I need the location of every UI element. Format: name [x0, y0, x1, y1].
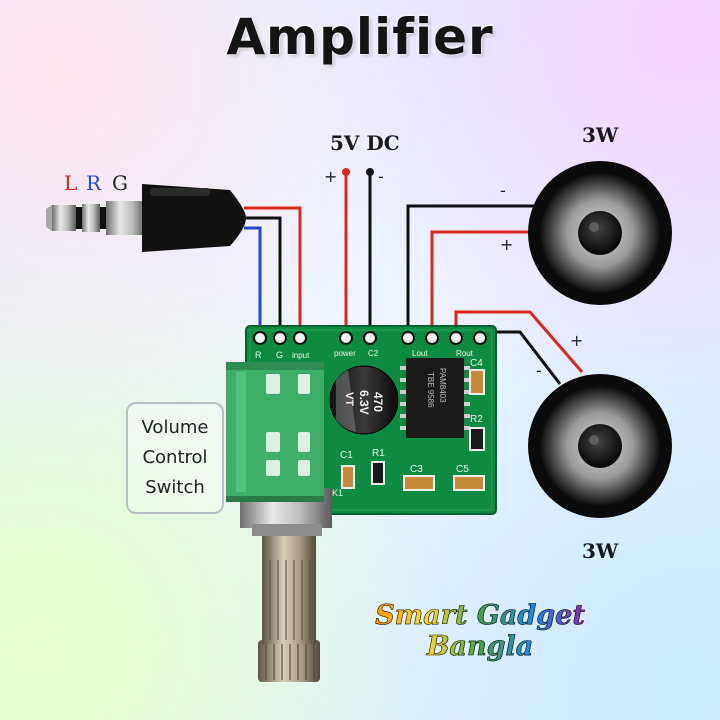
power-wires [344, 172, 372, 334]
speaker-bottom-minus: - [536, 361, 542, 380]
power-label: 5V DC [330, 131, 400, 155]
label-c1: C1 [340, 450, 353, 461]
pin-label-input: input [292, 351, 310, 360]
cap-voltage: 6.3V [357, 390, 371, 415]
label-c5: C5 [456, 464, 469, 475]
diagram-title: Amplifier [226, 8, 494, 66]
power-minus-terminal [366, 168, 374, 176]
label-r2: R2 [470, 414, 483, 425]
label-c4: C4 [470, 358, 483, 369]
label-k1: K1 [332, 488, 343, 498]
speaker-top-plus: + [500, 235, 513, 254]
top-speaker-wires [406, 204, 540, 334]
cap-mark: VT [343, 392, 355, 406]
jack-label-r: R [86, 171, 102, 195]
pin-label-g: G [276, 350, 283, 360]
speaker-top [528, 161, 672, 305]
pin-label-lout: Lout [412, 349, 428, 358]
board-pin-holes [253, 331, 487, 345]
volume-label-line-3: Switch [145, 477, 205, 498]
amplifier-chip [400, 358, 470, 438]
speaker-bottom [528, 374, 672, 518]
jack-wires [244, 206, 302, 334]
brand-watermark: Smart Gadget Bangla [320, 600, 640, 663]
speaker-top-rating: 3W [582, 123, 619, 147]
jack-label-l: L [64, 171, 77, 195]
speaker-top-minus: - [500, 181, 506, 200]
label-c3: C3 [410, 464, 423, 475]
chip-label-1: PAM8403 [438, 368, 447, 403]
smd-components [341, 369, 485, 491]
audio-jack-plug [46, 184, 246, 252]
volume-label-line-2: Control [142, 447, 208, 468]
pin-label-r: R [255, 350, 262, 360]
label-r1: R1 [372, 448, 385, 459]
cap-value: 470 [371, 392, 385, 412]
chip-label-2: TBE 9586 [426, 372, 435, 408]
pin-label-c2: C2 [368, 349, 379, 358]
power-plus-terminal [342, 168, 350, 176]
electrolytic-capacitor [329, 365, 399, 435]
pin-label-power: power [334, 349, 356, 358]
volume-label-line-1: Volume [141, 417, 209, 438]
jack-label-g: G [112, 171, 128, 195]
power-minus-sign: - [378, 167, 384, 186]
speaker-bottom-plus: + [570, 331, 583, 350]
volume-control-label: Volume Control Switch [126, 402, 224, 514]
pin-label-rout: Rout [456, 349, 474, 358]
speaker-bottom-rating: 3W [582, 539, 619, 563]
volume-potentiometer [226, 362, 332, 682]
power-plus-sign: + [324, 167, 337, 186]
